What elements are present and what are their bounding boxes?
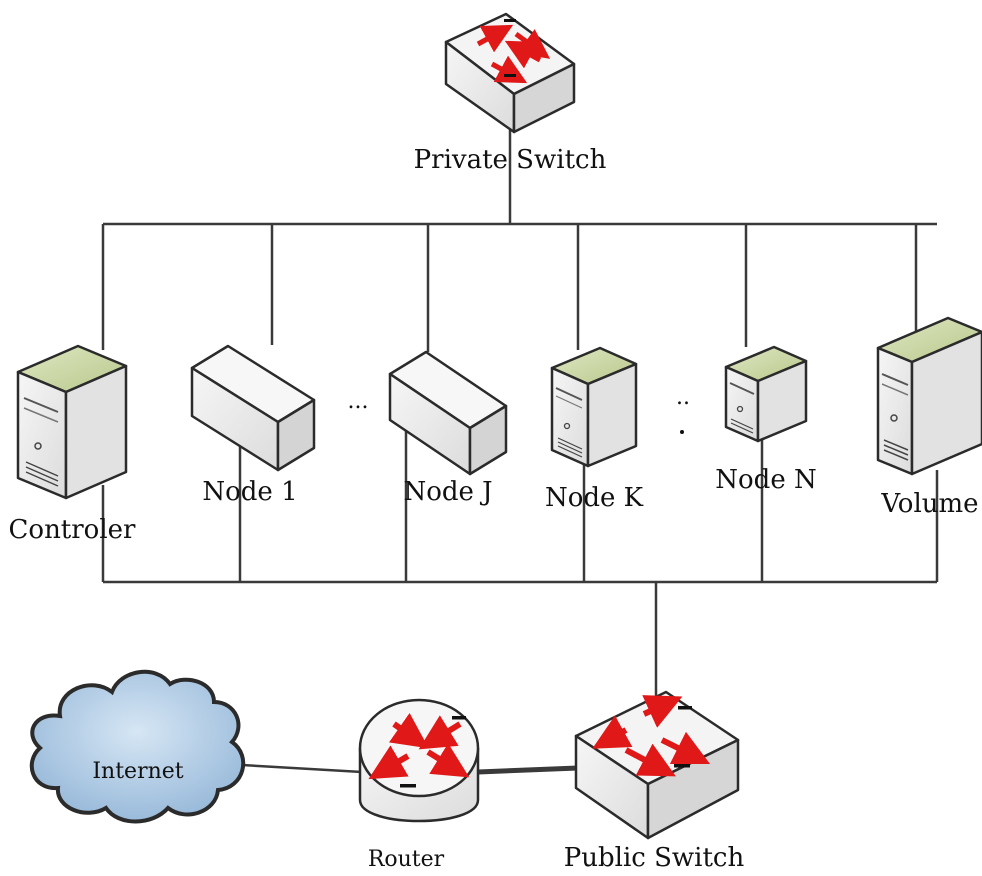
network-switch-icon (574, 690, 740, 840)
server-tower-icon (16, 344, 128, 500)
volume-server (876, 316, 982, 476)
node-1 (190, 344, 316, 472)
node-j (388, 350, 508, 476)
blade-node-icon (388, 350, 508, 476)
router (358, 698, 480, 823)
router-label: Router (368, 847, 445, 872)
node-n-label: Node N (715, 465, 816, 495)
vertical-ellipsis-top: .. (676, 385, 690, 410)
volume-label: Volume (880, 489, 978, 519)
internet-label: Internet (92, 759, 183, 784)
public-network-bus (101, 420, 939, 698)
horizontal-ellipsis: ... (348, 389, 369, 414)
blade-node-icon (190, 344, 316, 472)
private-network-bus (101, 128, 937, 352)
router-icon (358, 698, 480, 823)
private-switch-label: Private Switch (414, 145, 607, 175)
controller-server (16, 344, 128, 500)
internet-router-link (241, 763, 363, 774)
server-tower-icon (876, 316, 982, 476)
node-j-label: Node J (403, 477, 492, 507)
internet-cloud: Internet (29, 669, 246, 824)
network-switch-icon (444, 12, 576, 134)
node-k (550, 346, 638, 468)
server-tower-icon (550, 346, 638, 468)
node-k-label: Node K (545, 483, 644, 513)
node-1-label: Node 1 (202, 477, 297, 507)
node-n (724, 345, 808, 443)
vertical-ellipsis-dot (680, 430, 684, 434)
public-switch-label: Public Switch (564, 843, 745, 873)
server-tower-icon (724, 345, 808, 443)
public-switch (574, 690, 740, 840)
private-switch (444, 12, 576, 134)
cloud-icon (29, 669, 246, 824)
router-switch-link (477, 765, 579, 775)
controller-label: Controler (9, 515, 137, 545)
